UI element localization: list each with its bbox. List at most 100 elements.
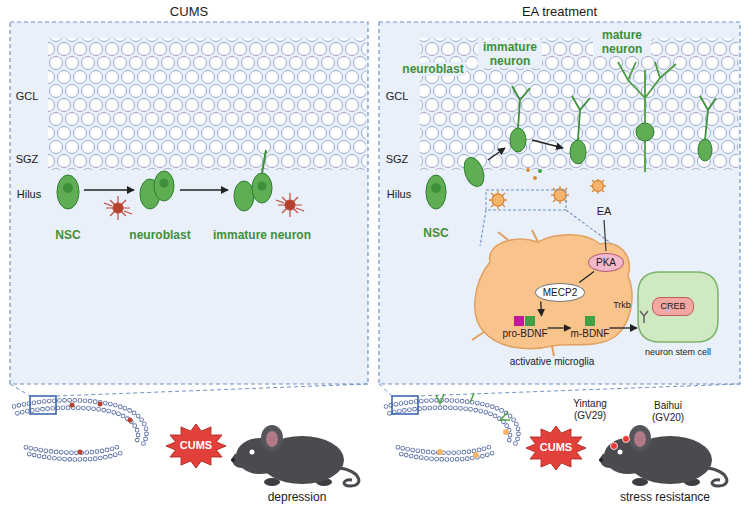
immature-neuron-cell <box>234 181 254 211</box>
label-slot: EA <box>595 205 614 218</box>
microglia-dot <box>128 418 133 423</box>
microglia-process <box>104 196 132 220</box>
stem-cell <box>57 175 79 209</box>
label-slot: neuroblast <box>129 228 190 242</box>
label-slot: SGZ <box>386 153 409 166</box>
panel: CUMS <box>10 3 368 384</box>
microglia-body <box>285 200 295 210</box>
burst-shape <box>166 424 226 468</box>
panel: PKA MECP2 pro-BDNF m-BDNF activative microgl… <box>379 3 740 384</box>
node-label: neuron stem cell <box>645 346 711 358</box>
neuron-sprig <box>436 393 510 420</box>
nucleus <box>63 183 73 193</box>
cell-type-label: neuroblast <box>129 228 190 242</box>
node-label: CUMS <box>540 441 572 454</box>
cell-type-label: NSC <box>423 226 448 240</box>
annotation-label: EA <box>595 205 614 218</box>
microglia-dot <box>473 452 479 458</box>
label-slot: Yintang (GV29) <box>564 398 616 422</box>
right-cells <box>426 62 716 246</box>
neuron-cell <box>698 139 712 161</box>
protein-symbol <box>514 316 535 326</box>
annotation-label: GCL <box>386 90 409 103</box>
resting-microglia <box>104 193 304 220</box>
stress-burst: CUMS <box>165 423 227 469</box>
zoom-square <box>392 396 418 414</box>
node-label: PKA <box>596 256 616 269</box>
nucleus <box>258 182 267 191</box>
acupoint <box>623 436 630 443</box>
microglia-dot <box>70 403 75 408</box>
stimulus-line <box>604 220 606 251</box>
immature-neuron-cell <box>252 173 272 203</box>
annotation-label: depression <box>268 490 327 504</box>
protein-oval: MECP2 <box>535 283 585 302</box>
microglia-body <box>593 181 604 192</box>
label-slot: NSC <box>423 226 448 240</box>
zoom-square <box>30 396 56 414</box>
zoom-box <box>486 190 566 210</box>
microglia-body <box>113 203 123 213</box>
node-label: CUMS <box>180 439 212 452</box>
protein-symbol <box>585 316 595 326</box>
annotation-label: Yintang (GV29) <box>564 398 616 422</box>
connector <box>548 327 571 328</box>
panel-title: CUMS <box>10 3 368 20</box>
receptor-symbol <box>640 311 648 323</box>
immature-neuron-cell <box>570 140 586 164</box>
protein-square <box>585 316 595 326</box>
node-label: CREB <box>660 300 685 313</box>
cell-type-label: immature neuron <box>213 228 311 242</box>
nucleus <box>431 183 441 193</box>
connector <box>579 272 594 283</box>
left-cells <box>57 150 304 220</box>
node-label: m-BDNF <box>571 328 610 340</box>
panel-title: EA treatment <box>379 3 740 20</box>
label-slot: immature neuron <box>213 228 311 242</box>
neurite <box>512 86 530 128</box>
microglia-dot <box>503 429 509 435</box>
annotation-label: SGZ <box>386 153 409 166</box>
mature-protein: m-BDNF <box>571 316 610 340</box>
granule-cell-layer <box>48 38 366 170</box>
zoom-leader <box>10 384 368 396</box>
hippocampus <box>14 400 147 459</box>
microglia-process <box>590 179 606 194</box>
hippocampus <box>386 400 519 459</box>
stem-cell-shape <box>638 272 718 342</box>
mouse <box>599 425 727 486</box>
annotation-label: Hilus <box>17 188 41 201</box>
cell-type-label: NSC <box>55 228 80 242</box>
burst-shape <box>526 426 586 470</box>
annotation-label: Hilus <box>387 188 411 201</box>
label-slot: GCL <box>386 90 409 103</box>
annotation-label: Baihui (GV20) <box>643 400 693 424</box>
bdnf-dot <box>526 168 530 172</box>
microglia-body <box>492 194 504 206</box>
cell-type-label: mature neuron <box>593 28 651 56</box>
precursor-protein: pro-BDNF <box>502 316 547 340</box>
microglia-process <box>276 193 304 217</box>
microglia-process <box>489 191 507 209</box>
connector <box>609 327 637 328</box>
neuroblast-cell <box>460 155 487 189</box>
label-slot: mature neuron <box>593 28 651 56</box>
node-label: MECP2 <box>543 286 577 299</box>
neurite <box>262 150 266 173</box>
neuroblast-cell <box>154 171 174 201</box>
microglia-dots <box>70 402 133 455</box>
neuron-stem-cell: CREB neuron stem cell <box>637 270 719 362</box>
progression-arrow <box>84 189 134 190</box>
annotation-label: stress resistance <box>620 490 710 504</box>
label-slot: NSC <box>55 228 80 242</box>
transcription-factor: CREB <box>652 297 693 316</box>
label-slot: Hilus <box>387 188 411 201</box>
neurite <box>572 96 590 140</box>
node-label: activative microglia <box>510 356 594 368</box>
connector <box>540 302 542 317</box>
microglia-cell: PKA MECP2 pro-BDNF m-BDNF activative microgl… <box>468 232 636 377</box>
label-slot: immature neuron <box>478 40 542 68</box>
